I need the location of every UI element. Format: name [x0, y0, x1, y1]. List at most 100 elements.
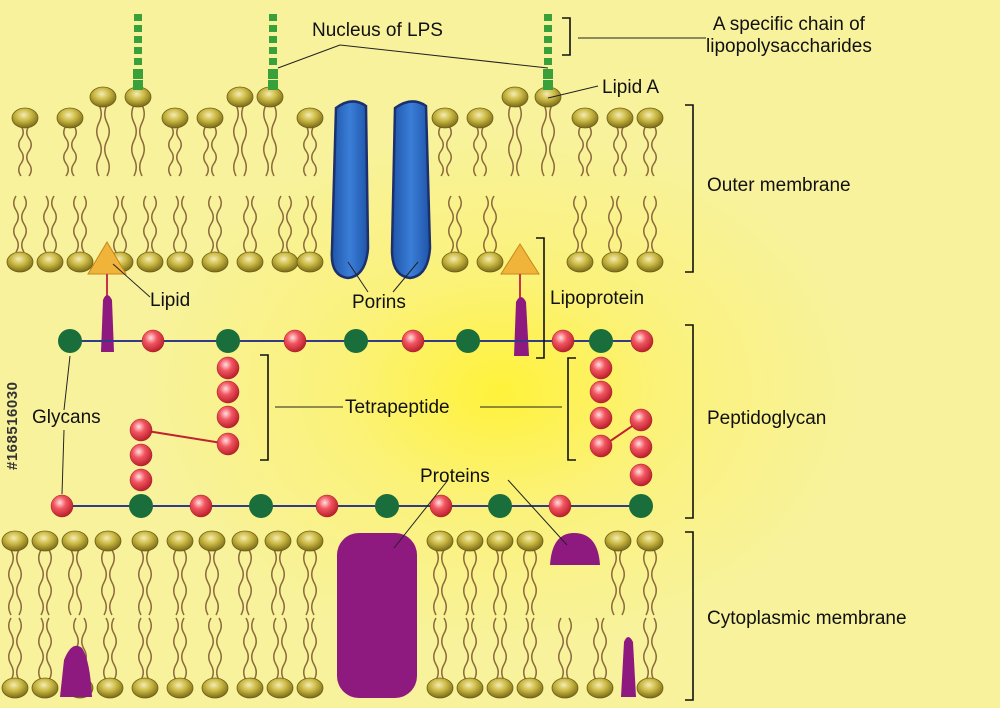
lipid-tail: [146, 549, 152, 616]
lipid-tail: [113, 195, 119, 253]
outer-top-lipid-head: [11, 107, 39, 129]
cytoplasmic-top-lipid-head: [636, 530, 664, 552]
peptidoglycan-label: Peptidoglycan: [707, 408, 827, 429]
lipid-tail: [273, 617, 279, 681]
lps-chain-segment: [269, 36, 277, 43]
lipid-tail: [473, 125, 479, 177]
lipid-tail: [446, 125, 452, 177]
lipid-tail: [271, 549, 277, 616]
cytoplasmic-top-lipid-head: [486, 530, 514, 552]
outer-top-lipid-head: [161, 107, 189, 129]
lipid-tail: [491, 195, 497, 253]
lipid-tail: [76, 549, 82, 616]
lps-chain-segment: [269, 47, 277, 54]
lipid-tail: [523, 549, 529, 616]
outer-top-lipid-head: [196, 107, 224, 129]
lipid-tail: [433, 549, 439, 616]
specific-chain-bracket: [562, 17, 571, 56]
lipid-tail: [205, 549, 211, 616]
cytoplasmic-bottom-lipid-head: [166, 677, 194, 699]
lipid-tail: [146, 617, 152, 681]
lipid-tail: [51, 195, 57, 253]
lipid-tail: [441, 617, 447, 681]
lipid-tail: [26, 125, 32, 177]
nucleus-lps-leader: [277, 44, 341, 69]
amino-acid: [216, 356, 240, 380]
amino-acid: [50, 494, 74, 518]
amino-acid: [629, 408, 653, 432]
membrane-protein-left: [60, 645, 92, 697]
outer-bottom-lipid-head: [66, 251, 94, 273]
lipid-tail: [456, 195, 462, 253]
amino-acid: [630, 329, 654, 353]
amino-acid: [129, 468, 153, 492]
amino-acid: [548, 494, 572, 518]
lipid-tail: [38, 617, 44, 681]
outer-top-lipid-head: [501, 86, 529, 108]
lipid-tail: [18, 125, 24, 177]
lipid-tail: [263, 104, 269, 177]
cytoplasmic-top-lipid-head: [166, 530, 194, 552]
lipid-tail: [38, 549, 44, 616]
lipid-tail: [238, 549, 244, 616]
cytoplasmic-bottom-lipid-head: [296, 677, 324, 699]
outer-top-lipid-head: [56, 107, 84, 129]
lipid-tail: [8, 617, 14, 681]
glycan-unit: [456, 329, 480, 353]
lipid-tail: [303, 549, 309, 616]
cytoplasmic-top-lipid-head: [516, 530, 544, 552]
lipid-tail: [203, 125, 209, 177]
outer-top-lipid-head: [226, 86, 254, 108]
lipoprotein-bracket: [536, 237, 545, 359]
lipoprotein-left: [101, 295, 114, 352]
amino-acid: [216, 405, 240, 429]
integral-protein: [337, 533, 417, 698]
amino-acid: [589, 380, 613, 404]
cytoplasmic-top-lipid-head: [264, 530, 292, 552]
lipid-tail: [43, 195, 49, 253]
glycan-unit: [589, 329, 613, 353]
lipid-tail: [111, 617, 117, 681]
outer-bottom-lipid-head: [136, 251, 164, 273]
outer-bottom-lipid-head: [566, 251, 594, 273]
lipid-tail: [523, 617, 529, 681]
cytoplasmic-bottom-lipid-head: [266, 677, 294, 699]
lipid-tail: [173, 617, 179, 681]
lipid-tail: [151, 195, 157, 253]
proteins-leader: [393, 479, 449, 549]
lipid-tail: [104, 104, 110, 177]
lipid-tail: [208, 195, 214, 253]
lipid-tail: [531, 617, 537, 681]
amino-acid: [629, 463, 653, 487]
lipid-tail: [501, 549, 507, 616]
lipid-tail: [138, 549, 144, 616]
lipid-tail: [71, 125, 77, 177]
membrane-protein-right: [621, 637, 636, 697]
lps-chain-segment: [269, 14, 277, 21]
lps-chain-segment: [134, 25, 142, 32]
amino-acid: [315, 494, 339, 518]
lipoprotein-right: [514, 297, 529, 356]
outer-membrane-label: Outer membrane: [707, 175, 851, 196]
glycans-leader: [61, 429, 65, 495]
lps-chain-segment: [544, 36, 552, 43]
lipid-tail: [68, 549, 74, 616]
amino-acid: [551, 329, 575, 353]
lipid-tail: [211, 125, 217, 177]
lipid-tail: [216, 617, 222, 681]
outer-bottom-lipid-head: [601, 251, 629, 273]
lipid-tail: [303, 125, 309, 177]
lipid-tail: [286, 195, 292, 253]
cytoplasmic-top-lipid-head: [231, 530, 259, 552]
glycan-unit: [58, 329, 82, 353]
lipid-tail: [138, 617, 144, 681]
porins-label: Porins: [352, 292, 406, 313]
amino-acid: [429, 494, 453, 518]
cytoplasmic-bottom-lipid-head: [636, 677, 664, 699]
lipid-tail: [311, 617, 317, 681]
amino-acid: [141, 329, 165, 353]
lps-chain-segment: [134, 47, 142, 54]
lipid-tail: [643, 549, 649, 616]
glycan-unit: [129, 494, 153, 518]
